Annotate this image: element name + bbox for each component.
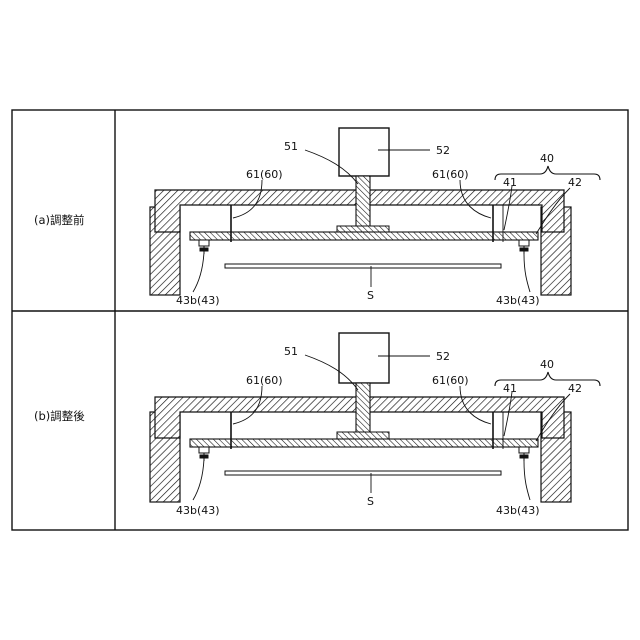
label-61-left: 61(60) [246, 168, 283, 181]
label-40: 40 [540, 152, 554, 165]
hub [337, 226, 389, 232]
label-43b-right: 43b(43) [496, 504, 540, 517]
motor-box [339, 333, 389, 383]
label-40: 40 [540, 358, 554, 371]
label-61-right: 61(60) [432, 168, 469, 181]
substrate [225, 264, 501, 268]
leader-43-left [193, 459, 204, 500]
substrate [225, 471, 501, 475]
label-51: 51 [284, 140, 298, 153]
adjuster-right [519, 447, 529, 461]
label-42: 42 [568, 382, 582, 395]
row-label-a: (a)調整前 [34, 213, 85, 227]
label-s: S [367, 289, 374, 302]
shaft [356, 383, 370, 434]
motor-box [339, 128, 389, 176]
adjuster-right [519, 240, 529, 254]
adjuster-left [199, 447, 209, 461]
label-43b-left: 43b(43) [176, 504, 220, 517]
label-52: 52 [436, 350, 450, 363]
label-s: S [367, 495, 374, 508]
label-51: 51 [284, 345, 298, 358]
adjuster-left [199, 240, 209, 254]
hub [337, 432, 389, 439]
panel-b: (b)調整後 [34, 333, 600, 517]
label-43b-right: 43b(43) [496, 294, 540, 307]
row-label-b: (b)調整後 [34, 409, 85, 423]
table-frame [12, 110, 628, 530]
label-41: 41 [503, 176, 517, 189]
label-43b-left: 43b(43) [176, 294, 220, 307]
plate [190, 439, 538, 447]
leader-43-right [524, 254, 530, 292]
label-41: 41 [503, 382, 517, 395]
label-42: 42 [568, 176, 582, 189]
leader-43-left [193, 252, 204, 292]
label-52: 52 [436, 144, 450, 157]
panel-a: (a)調整前 [34, 128, 600, 307]
leader-43-right [524, 461, 530, 500]
plate [190, 232, 538, 240]
label-61-right: 61(60) [432, 374, 469, 387]
label-61-left: 61(60) [246, 374, 283, 387]
